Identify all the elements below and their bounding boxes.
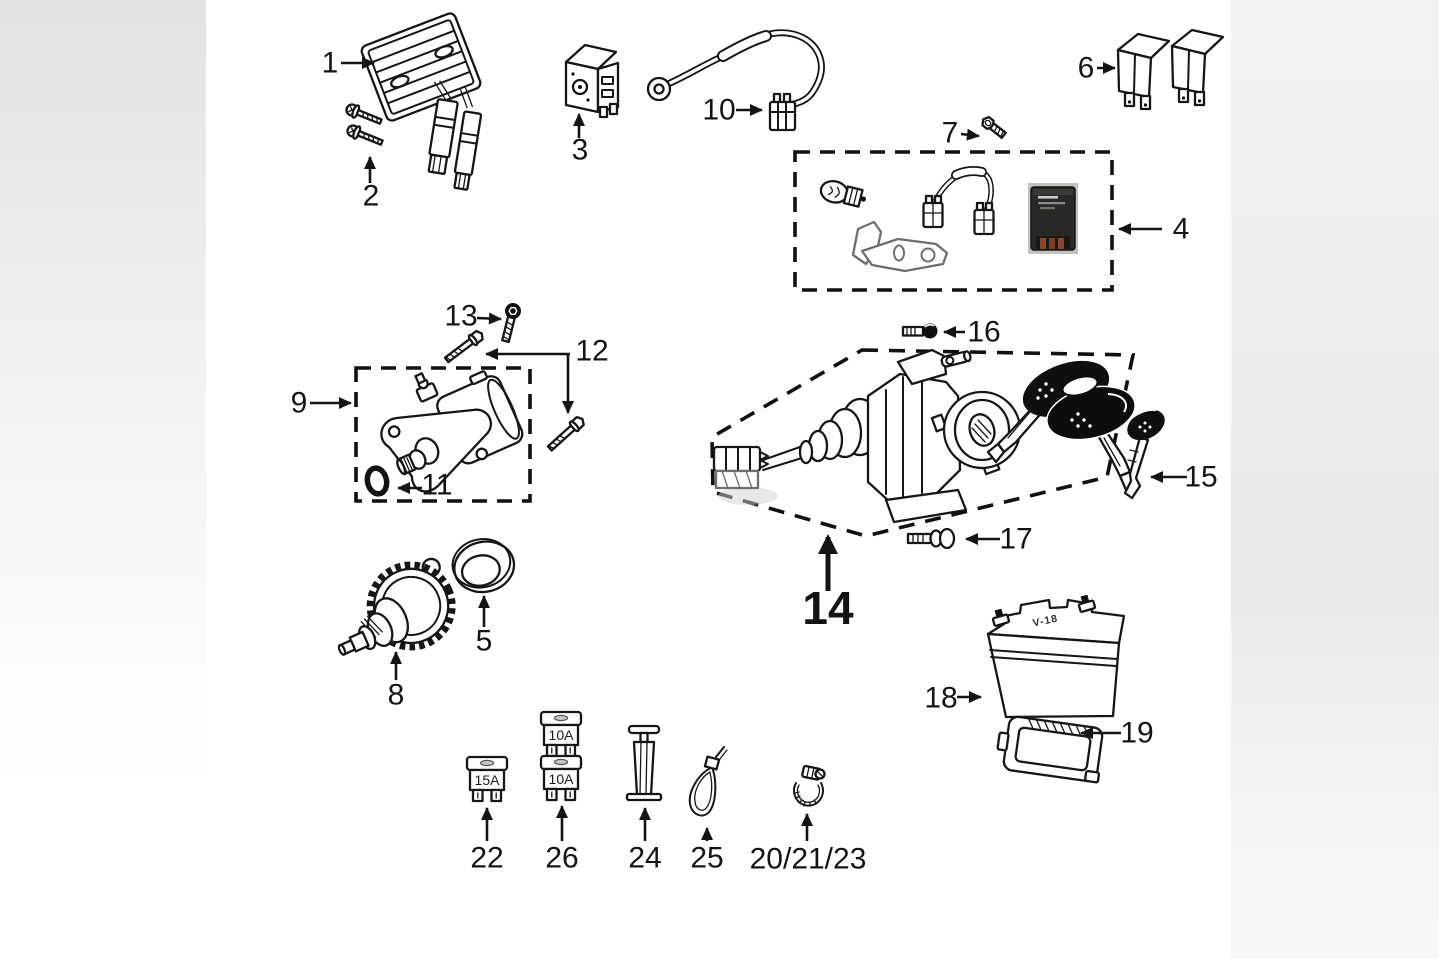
bulb-illustration: [819, 179, 866, 208]
label-part-1: 1: [322, 47, 339, 80]
part-1-voltage-regulator: [360, 12, 483, 191]
label-part-12: 12: [575, 335, 608, 368]
part-14-ignition-switch-assembly: [710, 348, 1138, 538]
label-part-3: 3: [572, 134, 589, 167]
label-part-16: 16: [967, 316, 1000, 349]
starter-motor-illustration: [380, 370, 524, 493]
part-26-fuse-10a-pair: 10A 10A: [539, 710, 583, 802]
part-7-flange-bolt: [981, 115, 1007, 139]
part-25-cable-tie: [688, 746, 728, 817]
kit-wiring-illustration: [922, 166, 995, 236]
part-4-relay-kit-box: [793, 150, 1114, 292]
part-13-socket-bolt: [501, 303, 521, 344]
label-part-15: 15: [1184, 461, 1217, 494]
fuse-15a-value: 15A: [475, 772, 501, 788]
part-19-battery-tray: [996, 715, 1104, 784]
part-11-o-ring: [364, 465, 390, 497]
bracket-illustration: [851, 220, 949, 273]
right-gradient-band: [1231, 0, 1439, 959]
battery-marking: V-18: [1032, 613, 1060, 630]
part-12-mounting-bolts: [443, 329, 585, 452]
ignition-keys: [986, 360, 1138, 492]
part-24-grease-syringe: [625, 724, 663, 802]
part-8-starter-clutch-gear: [337, 557, 456, 656]
part-22-fuse-15a: 15A: [465, 755, 509, 803]
label-part-2: 2: [363, 180, 380, 213]
label-part-8: 8: [388, 679, 405, 712]
label-part-25: 25: [690, 842, 723, 875]
label-part-10: 10: [702, 94, 735, 127]
label-part-7: 7: [942, 117, 959, 150]
part-5-collar-ring: [451, 538, 516, 594]
label-part-19: 19: [1120, 717, 1153, 750]
flasher-relay-photo: [1028, 183, 1078, 254]
fuse-10a-bottom-value: 10A: [549, 771, 575, 787]
label-part-14: 14: [802, 582, 854, 634]
part-3-starter-relay: [564, 43, 620, 119]
part-17-flange-bolt: [906, 527, 956, 550]
part-2-mounting-screws: [345, 103, 384, 146]
part-10-starter-cable: [646, 29, 825, 132]
label-part-17: 17: [999, 523, 1032, 556]
part-16-screw: [901, 323, 938, 339]
label-part-18: 18: [924, 682, 957, 715]
label-part-5: 5: [476, 625, 493, 658]
switch-housing: [866, 348, 972, 524]
left-gradient-band: [0, 0, 206, 959]
part-6-flasher-relays: [1116, 28, 1225, 111]
part-15-spare-key: [1123, 407, 1165, 500]
part-9-starter-motor-box: [354, 366, 532, 503]
callout-arrows: [310, 57, 1187, 841]
label-part-13: 13: [444, 300, 477, 333]
label-part-9: 9: [291, 387, 308, 420]
wiring-connector: [712, 445, 803, 490]
part-number-labels: 1 2 3 4 5 6 7 8 9 10 11 12 13 14 15 16 1…: [291, 47, 1218, 876]
label-part-11: 11: [421, 469, 452, 502]
fuse-10a-top-value: 10A: [549, 727, 575, 743]
label-part-4: 4: [1173, 213, 1190, 246]
part-20-21-23-hose-clamp: [793, 764, 826, 807]
label-part-6: 6: [1078, 52, 1095, 85]
label-part-26: 26: [545, 842, 578, 875]
label-part-20-21-23: 20/21/23: [750, 843, 867, 876]
part-18-battery: V-18: [986, 594, 1126, 719]
label-part-24: 24: [628, 842, 661, 875]
label-part-22: 22: [470, 842, 503, 875]
